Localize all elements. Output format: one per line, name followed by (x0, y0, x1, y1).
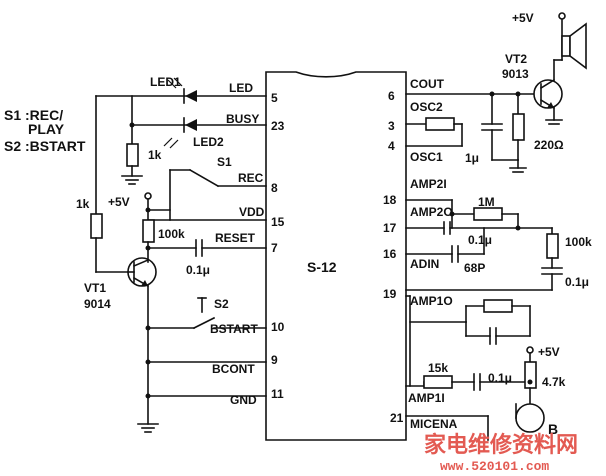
vt1-label: VT1 (84, 281, 106, 295)
cap-osc-label: 1μ (465, 151, 479, 165)
pin-label-amp2i: AMP2I (410, 177, 447, 191)
pin-label-amp1i: AMP1I (408, 391, 445, 405)
resistor-mic-in-label: 15k (428, 361, 448, 375)
cap-reset-label: 0.1μ (186, 263, 210, 277)
pin-label-osc1: OSC1 (410, 150, 443, 164)
pin-label-vdd: VDD (239, 205, 265, 219)
pin-num-23: 23 (271, 119, 285, 133)
pin-num-5: 5 (271, 91, 278, 105)
watermark-url: www.520101.com (440, 459, 549, 474)
legend-s2: S2 :BSTART (4, 138, 86, 154)
spk-supply-terminal (558, 12, 566, 20)
pin-num-8: 8 (271, 181, 278, 195)
s2-blade (192, 316, 216, 330)
pin-label-micena: MICENA (410, 417, 458, 431)
pin-label-busy: BUSY (226, 112, 259, 126)
pin-num-17: 17 (383, 221, 397, 235)
resistor-led-1k (126, 143, 139, 167)
resistor-amp1 (483, 299, 513, 313)
resistor-base-1k (90, 213, 103, 239)
pin-label-bstart: BSTART (210, 322, 258, 336)
chip-body (265, 71, 407, 441)
pin-num-10: 10 (271, 320, 285, 334)
pin-num-15: 15 (271, 215, 285, 229)
resistor-base-label: 1k (76, 197, 90, 211)
pin-label-osc2: OSC2 (410, 100, 443, 114)
resistor-adin-label: 100k (565, 235, 592, 249)
led2-label: LED2 (193, 135, 224, 149)
pin-num-9: 9 (271, 353, 278, 367)
s2-label: S2 (214, 297, 229, 311)
pin-num-18: 18 (383, 193, 397, 207)
pin-label-gnd: GND (230, 393, 257, 407)
mic-supply-label: +5V (538, 345, 560, 359)
resistor-reset-label: 100k (158, 227, 185, 241)
mic-label: B (548, 421, 558, 437)
pin-num-11: 11 (271, 387, 284, 401)
legend-s1: S1 :REC/ (4, 107, 63, 123)
pin-num-3: 3 (388, 119, 395, 133)
vdd-supply-terminal (144, 192, 152, 200)
pin-label-adin: ADIN (410, 257, 439, 271)
resistor-adin-100k (546, 233, 559, 259)
pin-num-6: 6 (388, 89, 395, 103)
resistor-mic-15k (423, 375, 453, 389)
led1-label: LED1 (150, 75, 181, 89)
resistor-cout-220 (512, 113, 525, 141)
vdd-supply-label: +5V (108, 195, 130, 209)
resistor-mic-bias-label: 4.7k (542, 375, 566, 389)
vt2-label: VT2 (505, 52, 527, 66)
s1-blade (188, 168, 220, 188)
cap-adin-label: 68P (464, 261, 485, 275)
pin-label-cout: COUT (410, 77, 445, 91)
mic-supply-terminal (526, 346, 534, 354)
pin-label-amp2o: AMP2O (410, 205, 453, 219)
speaker (561, 35, 571, 57)
vt1-type: 9014 (84, 297, 111, 311)
pin-label-led: LED (229, 81, 253, 95)
pin-num-19: 19 (383, 287, 397, 301)
pin-label-reset: RESET (215, 231, 256, 245)
microphone (515, 403, 545, 433)
watermark-text: 家电维修资料网 (424, 432, 578, 458)
pin-label-amp1o: AMP1O (410, 294, 453, 308)
resistor-osc (425, 117, 455, 131)
resistor-cout-label: 220Ω (534, 138, 564, 152)
pin-num-4: 4 (388, 139, 395, 153)
cap-amp2-label: 0.1μ (468, 233, 492, 247)
cap-adin2-label: 0.1μ (565, 275, 589, 289)
resistor-led-label: 1k (148, 148, 162, 162)
led1-diode (185, 90, 197, 102)
pin-num-7: 7 (271, 241, 278, 255)
vt2-type: 9013 (502, 67, 529, 81)
s1-label: S1 (217, 155, 232, 169)
cap-mic-label: 0.1μ (488, 371, 512, 385)
chip-name: S-12 (307, 259, 337, 275)
pin-label-rec: REC (238, 171, 264, 185)
resistor-reset-100k (142, 219, 155, 243)
spk-supply-label: +5V (512, 11, 534, 25)
legend-s1-play: PLAY (28, 121, 65, 137)
pin-label-bcont: BCONT (212, 362, 255, 376)
pin-num-16: 16 (383, 247, 397, 261)
resistor-feedback-1m (473, 207, 503, 221)
pin-num-21: 21 (390, 411, 404, 425)
led2-diode (185, 119, 197, 131)
resistor-feedback-label: 1M (478, 195, 495, 209)
